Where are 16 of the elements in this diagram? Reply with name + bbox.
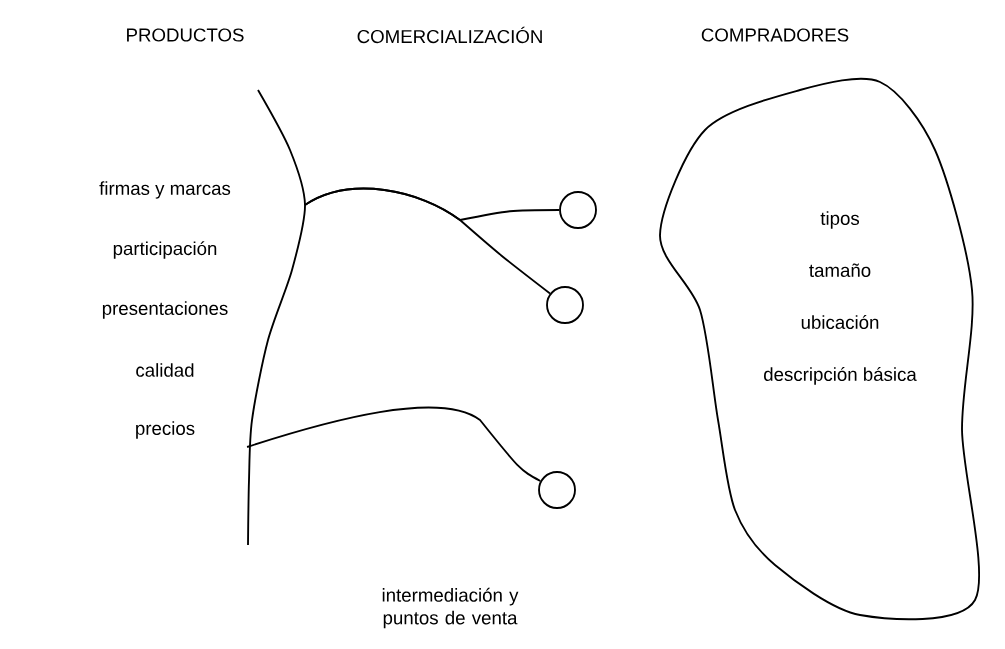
curved-line <box>247 89 306 546</box>
branch-line <box>304 187 551 295</box>
column-heading: PRODUCTOS <box>127 28 244 42</box>
column-heading: COMPRADORES <box>701 28 849 42</box>
list-item: firmas y marcas <box>99 181 231 199</box>
branch-line <box>246 406 542 482</box>
list-item: calidad <box>136 363 194 377</box>
list-item: presentaciones <box>102 301 228 319</box>
list-item: participación <box>113 241 217 259</box>
circle <box>538 471 576 509</box>
caption-text: intermediación y puntos de venta <box>382 587 519 629</box>
list-item: precios <box>136 421 195 439</box>
column-heading: COMERCIALIZACIÓN <box>357 26 542 44</box>
circle <box>546 286 584 324</box>
region-outline: tipos tamaño ubicación descripción básica <box>659 77 980 621</box>
circle <box>559 191 597 229</box>
